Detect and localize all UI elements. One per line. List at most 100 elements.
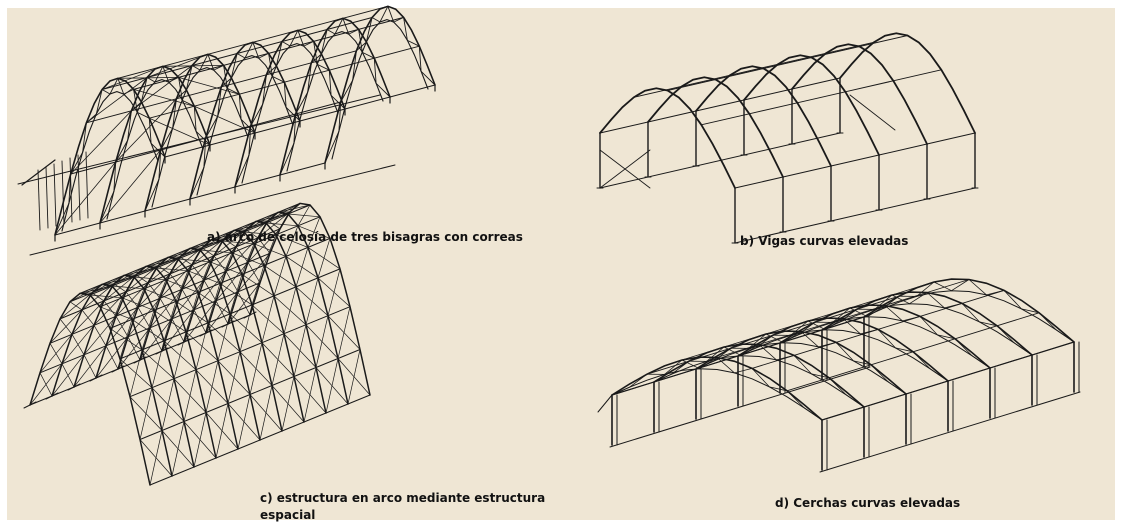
space-frame-chord (189, 238, 213, 249)
space-frame-diagonal (327, 268, 341, 317)
lattice-web (205, 115, 219, 139)
longitudinal-beam (830, 154, 880, 167)
truss-web (1003, 289, 1022, 310)
purlin (268, 40, 315, 54)
lattice-web (275, 41, 283, 67)
purlin (328, 57, 375, 71)
space-frame-chord (227, 394, 251, 404)
caption-c-line1: c) estructura en arco mediante estructur… (260, 491, 546, 505)
space-frame-chord (237, 439, 261, 450)
lattice-web (338, 101, 342, 132)
space-frame-chord (139, 430, 163, 440)
truss-web (713, 347, 732, 362)
space-frame-diagonal (337, 306, 351, 359)
lattice-web (144, 178, 160, 212)
space-frame-chord (297, 216, 321, 227)
space-frame-chord (93, 315, 117, 326)
space-frame-chord (153, 300, 177, 311)
space-frame-diagonal (211, 238, 225, 240)
truss-web (811, 373, 830, 379)
space-frame-diagonal (171, 421, 185, 477)
space-frame-diagonal (259, 385, 273, 441)
purlin (961, 289, 1005, 304)
purlin (681, 346, 725, 361)
space-frame-diagonal (307, 216, 321, 248)
purlin (326, 17, 373, 30)
purlin (283, 69, 330, 83)
space-frame-chord (61, 354, 85, 365)
gable-post (37, 169, 41, 231)
space-frame-diagonal (151, 340, 165, 389)
ground-line (819, 391, 1081, 473)
lattice-web (240, 118, 256, 134)
space-frame-diagonal (273, 256, 287, 297)
space-frame-diagonal (133, 266, 147, 278)
space-frame-chord (295, 277, 319, 288)
purlin (148, 105, 195, 119)
truss-web (1021, 308, 1040, 314)
lattice-web (342, 17, 350, 35)
truss-web (629, 373, 648, 388)
longitudinal-beam (926, 132, 976, 145)
space-frame-chord (199, 240, 223, 251)
purlin (220, 74, 267, 88)
lattice-web (252, 41, 260, 59)
truss-web (765, 333, 784, 344)
space-frame-chord (277, 202, 301, 213)
space-frame-chord (125, 282, 149, 293)
longitudinal-beam (729, 63, 779, 76)
truss-web (996, 325, 1015, 344)
truss-web (790, 320, 809, 336)
lattice-web (217, 86, 222, 117)
truss-web (681, 359, 700, 370)
space-frame-diagonal (183, 369, 197, 422)
lattice-web (355, 41, 367, 52)
space-frame-diagonal (149, 430, 163, 486)
space-frame-diagonal (123, 274, 137, 276)
space-frame-chord (171, 466, 195, 477)
space-frame-diagonal (119, 319, 133, 360)
lattice-web (373, 57, 377, 84)
space-frame-chord (121, 288, 145, 299)
space-frame-diagonal (103, 300, 117, 317)
truss-web (888, 381, 907, 395)
space-frame-diagonal (89, 284, 103, 296)
space-frame-diagonal (39, 372, 53, 397)
lattice-web (375, 82, 391, 98)
arch-inner-chord (286, 31, 384, 172)
lattice-web (238, 93, 242, 120)
longitudinal-beam (734, 176, 784, 189)
arch-inner-chord (106, 79, 204, 220)
space-frame-diagonal (197, 261, 211, 293)
space-frame-diagonal (165, 258, 179, 281)
purlin (99, 210, 146, 224)
space-frame-chord (243, 222, 267, 233)
truss-web (751, 367, 770, 388)
space-frame-chord (111, 276, 135, 287)
space-frame-diagonal (139, 387, 153, 440)
space-frame-chord (197, 282, 221, 293)
space-frame-chord (215, 448, 239, 459)
purlin (800, 318, 844, 332)
longitudinal-beam (667, 79, 716, 91)
lattice-web (146, 77, 156, 83)
space-frame-diagonal (153, 279, 167, 311)
space-frame-chord (161, 421, 185, 431)
space-frame-chord (147, 273, 171, 284)
bracing (54, 161, 117, 236)
lattice-web (99, 190, 115, 224)
lattice-web (136, 111, 150, 119)
space-frame-diagonal (167, 256, 181, 258)
structure-b-raised-curved-beams (596, 32, 979, 244)
space-frame-chord (161, 341, 185, 352)
space-frame-chord (167, 247, 191, 258)
bracing (162, 65, 225, 67)
purlin (175, 86, 222, 100)
space-frame-diagonal (325, 358, 339, 414)
space-frame-diagonal (271, 333, 285, 386)
longitudinal-beam (715, 68, 764, 80)
space-frame-chord (281, 421, 305, 432)
gable-post (45, 166, 49, 229)
space-frame-diagonal (191, 264, 205, 281)
space-frame-chord (307, 237, 331, 248)
